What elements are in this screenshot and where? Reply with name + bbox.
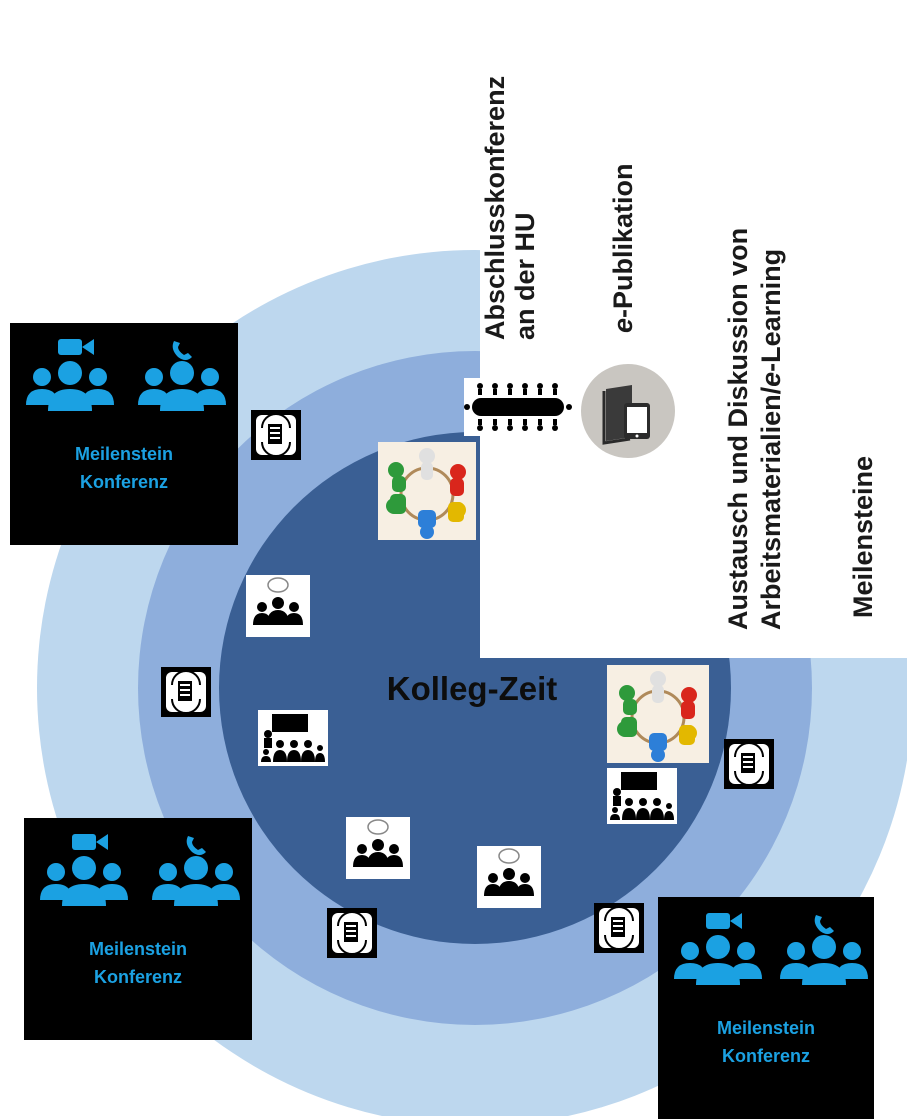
- milestone-box-bottom-left: Meilenstein Konferenz: [24, 818, 252, 1040]
- abschluss-line-1: Abschlusskonferenz: [480, 75, 510, 340]
- document-exchange-icon: [327, 908, 377, 958]
- meilensteine-label: Meilensteine: [848, 456, 878, 618]
- conference-icons: [674, 913, 868, 985]
- epub-rest: -Publikation: [608, 163, 638, 318]
- epub-prefix: e: [608, 317, 638, 333]
- team-circle-icon: [378, 442, 476, 540]
- epublikation-label: e-Publikation: [608, 163, 638, 333]
- video-conference-icon: [26, 339, 114, 411]
- abschluss-line-2: an der HU: [510, 212, 541, 340]
- group-discussion-icon: [346, 817, 410, 879]
- phone-conference-icon: [138, 341, 226, 411]
- document-exchange-icon: [594, 903, 644, 953]
- austausch-label: Austausch und Diskussion von Arbeitsmate…: [722, 228, 788, 630]
- presentation-icon: [258, 710, 328, 766]
- milestone-label: Meilenstein Konferenz: [24, 936, 252, 992]
- milestone-label: Meilenstein Konferenz: [658, 1015, 874, 1071]
- abschlusskonferenz-label: Abschlusskonferenz an der HU: [480, 76, 540, 340]
- video-conference-icon: [40, 834, 128, 906]
- document-exchange-icon: [724, 739, 774, 789]
- video-conference-icon: [674, 913, 762, 985]
- milestone-line-2: Konferenz: [721, 1045, 810, 1066]
- ebook-icon: [581, 364, 675, 458]
- milestone-line-1: Meilenstein: [88, 939, 188, 959]
- document-exchange-icon: [161, 667, 211, 717]
- document-exchange-icon: [251, 410, 301, 460]
- milestone-line-1: Meilenstein: [716, 1018, 816, 1038]
- milestone-line-2: Konferenz: [93, 966, 182, 987]
- milestone-box-top-left: Meilenstein Konferenz: [10, 323, 238, 545]
- phone-conference-icon: [780, 915, 868, 985]
- meilensteine-text: Meilensteine: [848, 455, 878, 618]
- austausch-line-2e: e: [755, 371, 786, 387]
- milestone-label: Meilenstein Konferenz: [10, 441, 238, 497]
- group-discussion-icon: [246, 575, 310, 637]
- conference-table-icon: [464, 378, 572, 436]
- white-quadrant: [480, 0, 907, 658]
- center-title: Kolleg-Zeit: [386, 670, 558, 707]
- phone-conference-icon: [152, 836, 240, 906]
- conference-icons: [40, 834, 240, 906]
- presentation-icon: [607, 768, 677, 824]
- austausch-line-2a: Arbeitsmaterialien/: [755, 386, 786, 630]
- conference-icons: [26, 339, 226, 411]
- group-discussion-icon: [477, 846, 541, 908]
- team-circle-icon: [607, 665, 709, 763]
- austausch-line-2b: -Learning: [755, 248, 786, 372]
- milestone-line-1: Meilenstein: [74, 444, 174, 464]
- milestone-box-bottom-right: Meilenstein Konferenz: [658, 897, 874, 1119]
- milestone-line-2: Konferenz: [79, 471, 168, 492]
- austausch-line-1: Austausch und Diskussion von: [723, 227, 753, 630]
